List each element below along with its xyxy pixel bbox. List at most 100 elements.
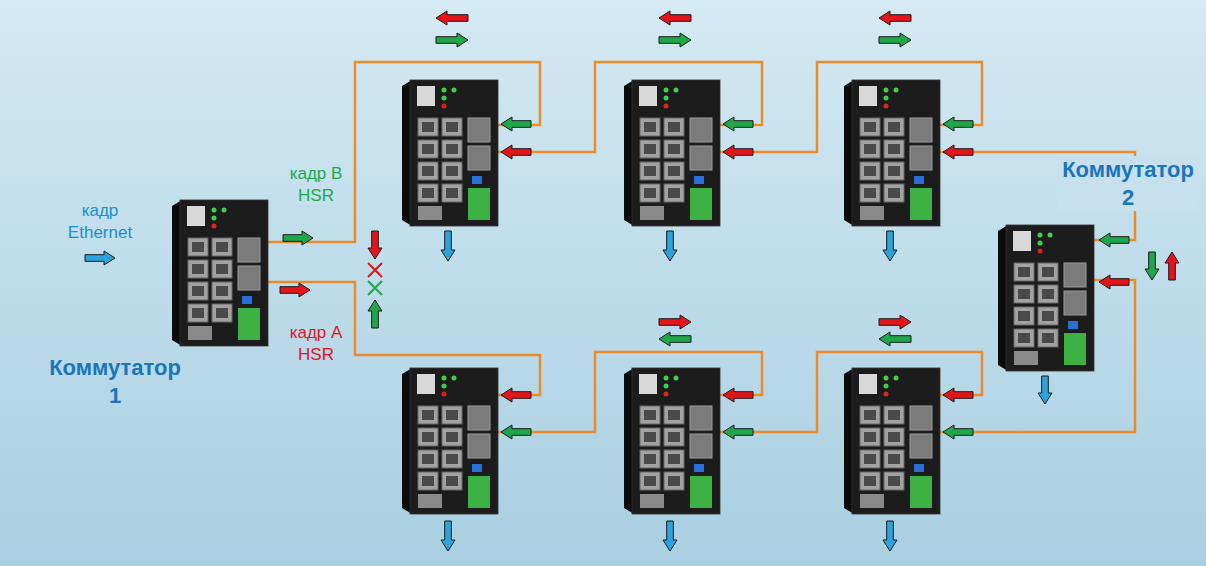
status-led (1038, 249, 1043, 254)
rj45-socket (446, 122, 458, 132)
rj45-port (418, 406, 438, 424)
rj45-port (212, 304, 232, 322)
status-led (664, 392, 669, 397)
rj45-port (1038, 307, 1058, 325)
rj45-port (188, 304, 208, 322)
rj45-socket (1042, 289, 1054, 299)
frame-arrow (879, 33, 911, 47)
rj45-socket (1018, 289, 1030, 299)
status-led (884, 376, 889, 381)
rj45-port (664, 406, 684, 424)
terminal-block (910, 476, 932, 508)
dip-switch (694, 176, 704, 184)
frame-label: кадр B HSR (284, 163, 348, 207)
rj45-socket (888, 122, 900, 132)
rj45-socket (644, 476, 656, 486)
rj45-port (640, 162, 660, 180)
frame-arrow (368, 231, 382, 259)
status-led (442, 384, 447, 389)
rj45-socket (1042, 311, 1054, 321)
sfp-slot (468, 118, 490, 142)
frame-arrow (723, 117, 753, 131)
status-led (884, 104, 889, 109)
status-led (884, 392, 889, 397)
rj45-socket (668, 188, 680, 198)
switch-node: Коммутатор 2 (1058, 156, 1198, 211)
rj45-socket (192, 264, 204, 274)
rj45-port (860, 162, 880, 180)
switch-name: Коммутатор 2 (1062, 156, 1194, 211)
rj45-port (664, 428, 684, 446)
console-port (640, 494, 664, 508)
console-port (1014, 351, 1038, 365)
sfp-slot (910, 146, 932, 170)
rj45-socket (216, 242, 228, 252)
rj45-port (664, 118, 684, 136)
sfp-slot (1064, 291, 1086, 315)
frame-arrow (659, 33, 691, 47)
rj45-socket (668, 476, 680, 486)
frame-arrows (85, 11, 1179, 551)
status-led (212, 208, 217, 213)
sfp-slot (468, 406, 490, 430)
status-led (222, 208, 227, 213)
terminal-block (690, 188, 712, 220)
terminal-block (238, 308, 260, 340)
switch-body (410, 368, 498, 514)
rj45-socket (192, 308, 204, 318)
rj45-port (640, 428, 660, 446)
rj45-port (1014, 329, 1034, 347)
status-led (884, 384, 889, 389)
rj45-socket (422, 122, 434, 132)
switch-body (180, 200, 268, 346)
switch-tag (859, 86, 877, 106)
rj45-socket (864, 166, 876, 176)
rj45-socket (644, 432, 656, 442)
dip-switch (1068, 321, 1078, 329)
frame-arrow (501, 145, 531, 159)
console-port (188, 326, 212, 340)
rj45-port (442, 118, 462, 136)
rj45-socket (422, 144, 434, 154)
frame-arrow (441, 231, 455, 261)
rj45-port (418, 184, 438, 202)
rj45-port (664, 162, 684, 180)
switch-node: Коммутатор 1 (45, 354, 185, 409)
rj45-port (884, 162, 904, 180)
sfp-slot (468, 146, 490, 170)
rj45-socket (422, 166, 434, 176)
rj45-port (442, 184, 462, 202)
rj45-socket (192, 242, 204, 252)
frame-arrow (879, 332, 911, 346)
rj45-port (418, 472, 438, 490)
status-led (1038, 233, 1043, 238)
sfp-slot (910, 406, 932, 430)
terminal-block (910, 188, 932, 220)
frame-arrow (659, 332, 691, 346)
frame-arrow (283, 231, 313, 245)
frame-label: кадр A HSR (284, 322, 348, 366)
frame-arrow (436, 33, 468, 47)
rj45-port (1038, 329, 1058, 347)
switch-tag (417, 86, 435, 106)
rj45-port (418, 118, 438, 136)
rj45-socket (864, 188, 876, 198)
rj45-port (442, 406, 462, 424)
status-led (884, 88, 889, 93)
rj45-port (664, 450, 684, 468)
frame-arrow (501, 425, 531, 439)
status-led (664, 96, 669, 101)
frame-arrow (85, 251, 115, 265)
switch-tag (639, 86, 657, 106)
frame-arrow (1099, 233, 1129, 247)
rj45-socket (668, 166, 680, 176)
rj45-port (884, 428, 904, 446)
rj45-port (442, 162, 462, 180)
frame-arrow (943, 145, 973, 159)
rj45-socket (422, 188, 434, 198)
switch-device (998, 225, 1094, 371)
rj45-socket (888, 144, 900, 154)
